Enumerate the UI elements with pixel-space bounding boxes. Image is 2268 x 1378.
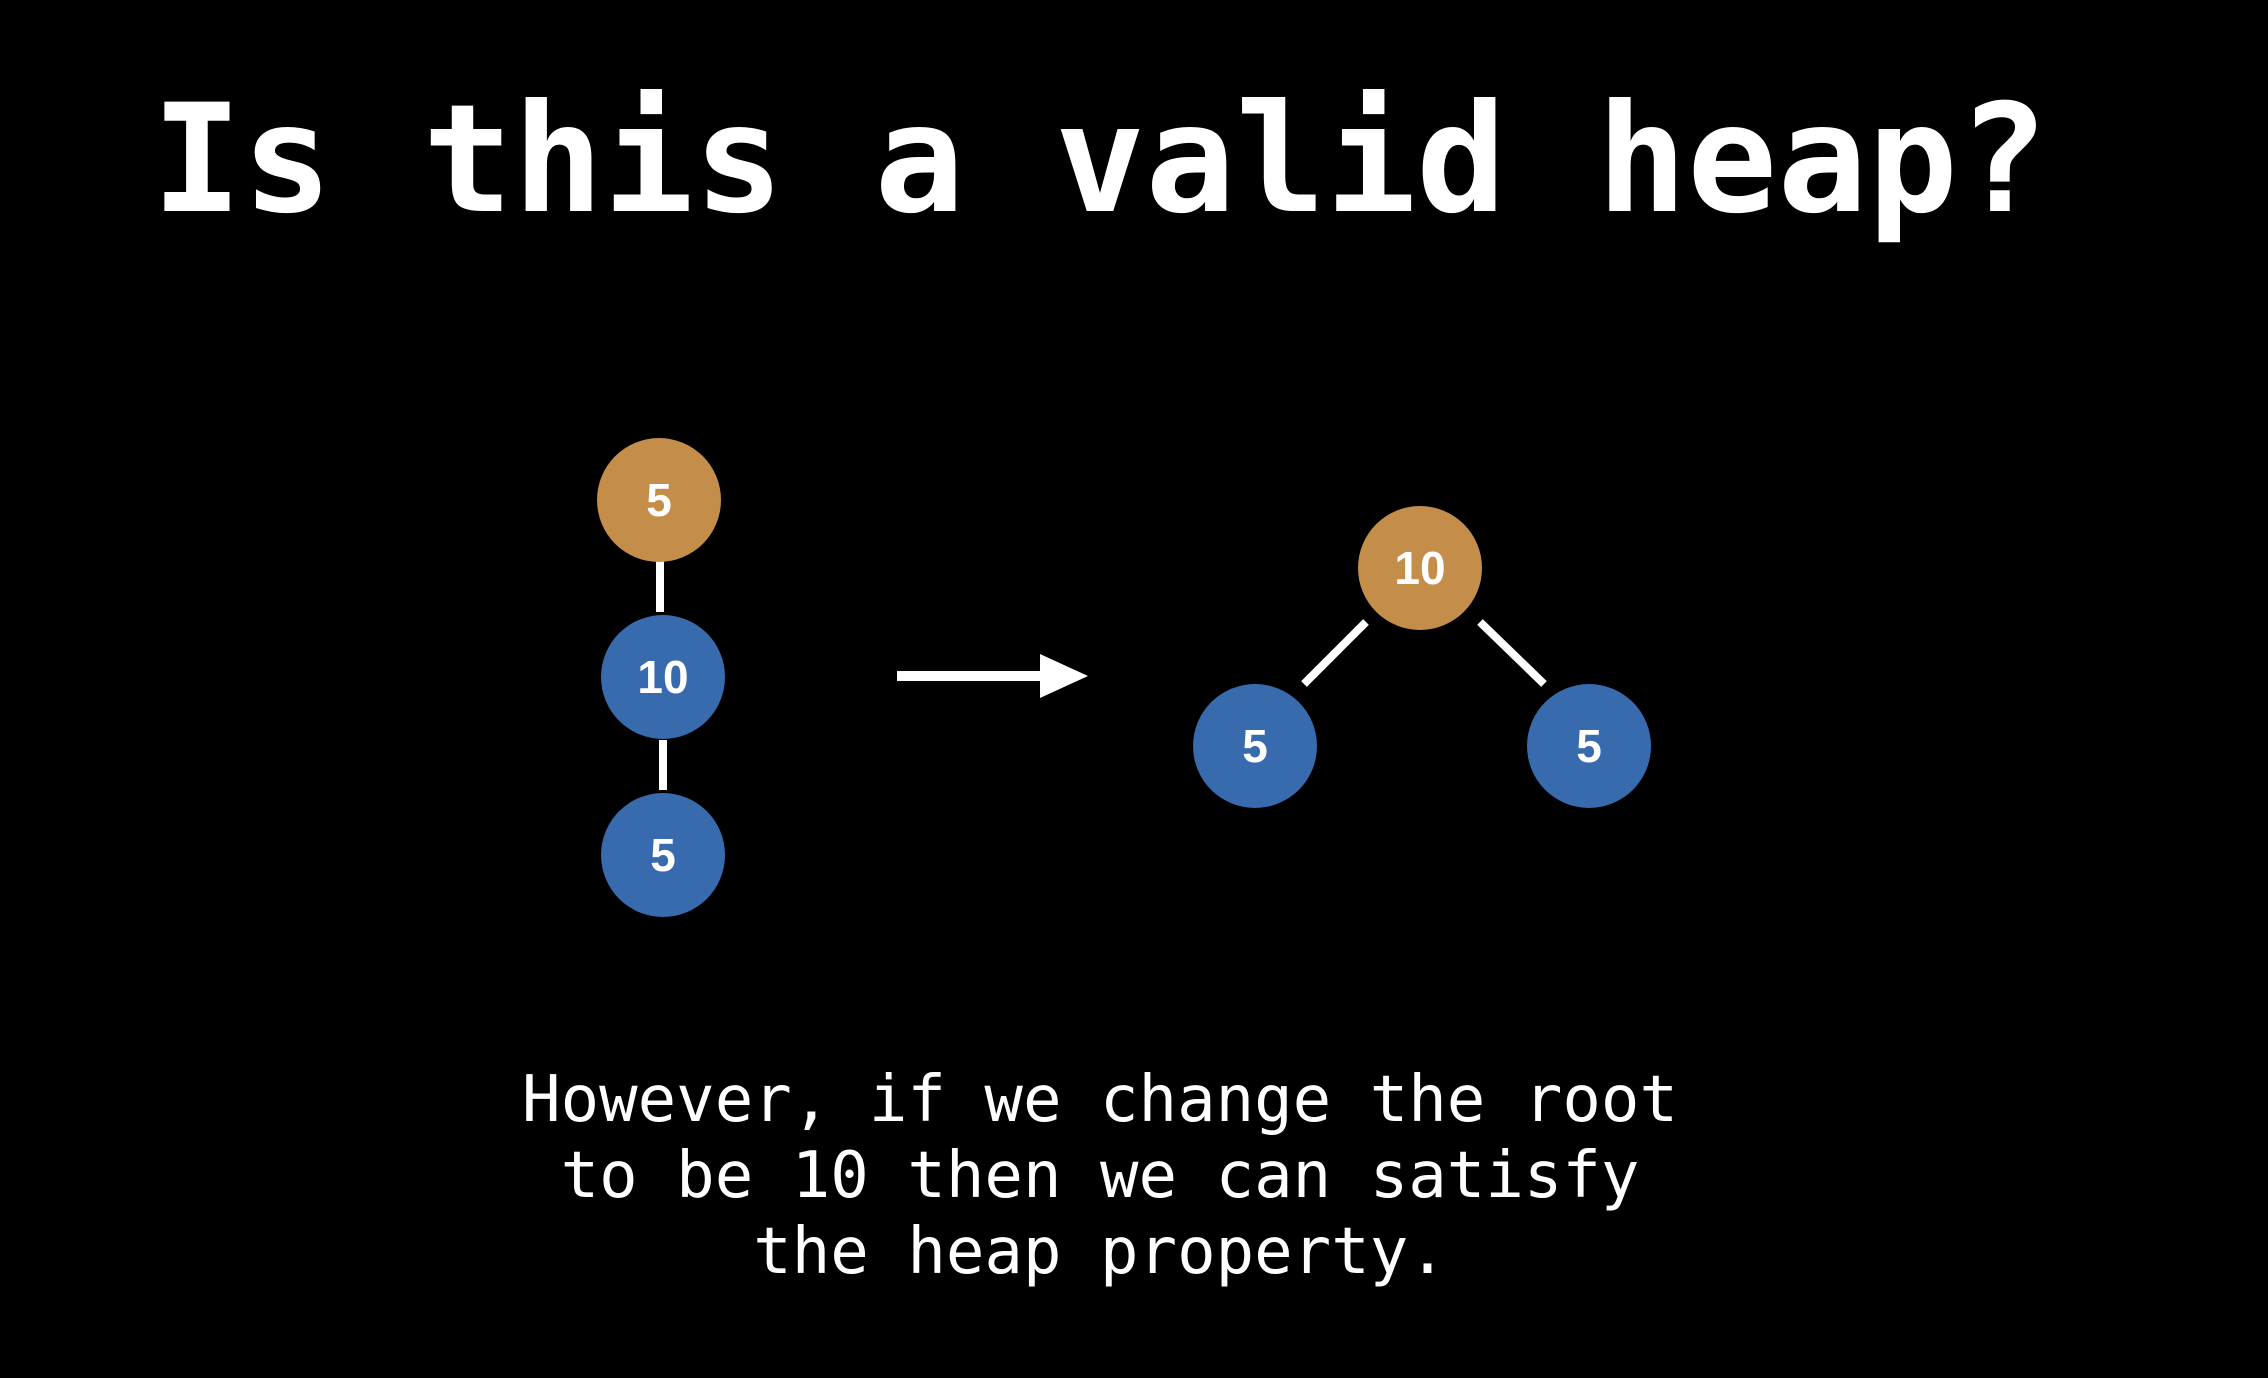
- left-tree-middle-label: 10: [637, 651, 688, 703]
- left-tree-middle-node: 10: [601, 615, 725, 739]
- left-tree-bottom-node: 5: [601, 793, 725, 917]
- left-tree-root-circle: [597, 438, 721, 562]
- left-tree-bottom-circle: [601, 793, 725, 917]
- left-tree-bottom-label: 5: [650, 829, 676, 881]
- right-tree-left-label: 5: [1242, 720, 1268, 772]
- slide-title: Is this a valid heap?: [151, 73, 2049, 247]
- right-edge-root-left: [1301, 619, 1369, 687]
- caption-line-2: to be 10 then we can satisfy: [560, 1139, 1640, 1213]
- left-tree-middle-circle: [601, 615, 725, 739]
- right-tree-right-circle: [1527, 684, 1651, 808]
- right-tree-left-node: 5: [1193, 684, 1317, 808]
- right-tree-right-label: 5: [1576, 720, 1602, 772]
- right-tree-root-label: 10: [1394, 542, 1445, 594]
- slide-caption: However, if we change the root to be 10 …: [0, 1062, 2200, 1290]
- right-tree-root-node: 10: [1358, 506, 1482, 630]
- caption-line-3: the heap property.: [753, 1215, 1447, 1289]
- left-tree-root-node: 5: [597, 438, 721, 562]
- right-tree-left-circle: [1193, 684, 1317, 808]
- arrow-right-icon: [897, 654, 1088, 698]
- left-tree-root-label: 5: [646, 474, 672, 526]
- caption-line-1: However, if we change the root: [522, 1063, 1678, 1137]
- right-tree-root-circle: [1358, 506, 1482, 630]
- right-tree-right-node: 5: [1527, 684, 1651, 808]
- right-edge-root-right: [1477, 619, 1547, 687]
